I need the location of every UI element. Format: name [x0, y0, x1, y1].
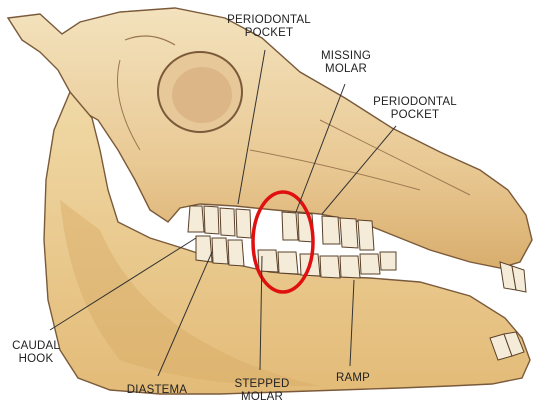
label-periodontal-pocket-right: PERIODONTAL POCKET: [366, 96, 464, 122]
label-caudal-hook: CAUDAL HOOK: [4, 340, 68, 366]
label-diastema: DIASTEMA: [112, 384, 202, 397]
orbit-inner: [172, 67, 232, 123]
incisors: [490, 262, 526, 360]
label-missing-molar: MISSING MOLAR: [306, 50, 386, 76]
label-ramp: RAMP: [328, 372, 378, 385]
label-stepped-molar: STEPPED MOLAR: [222, 378, 302, 404]
label-periodontal-pocket-top: PERIODONTAL POCKET: [220, 14, 318, 40]
